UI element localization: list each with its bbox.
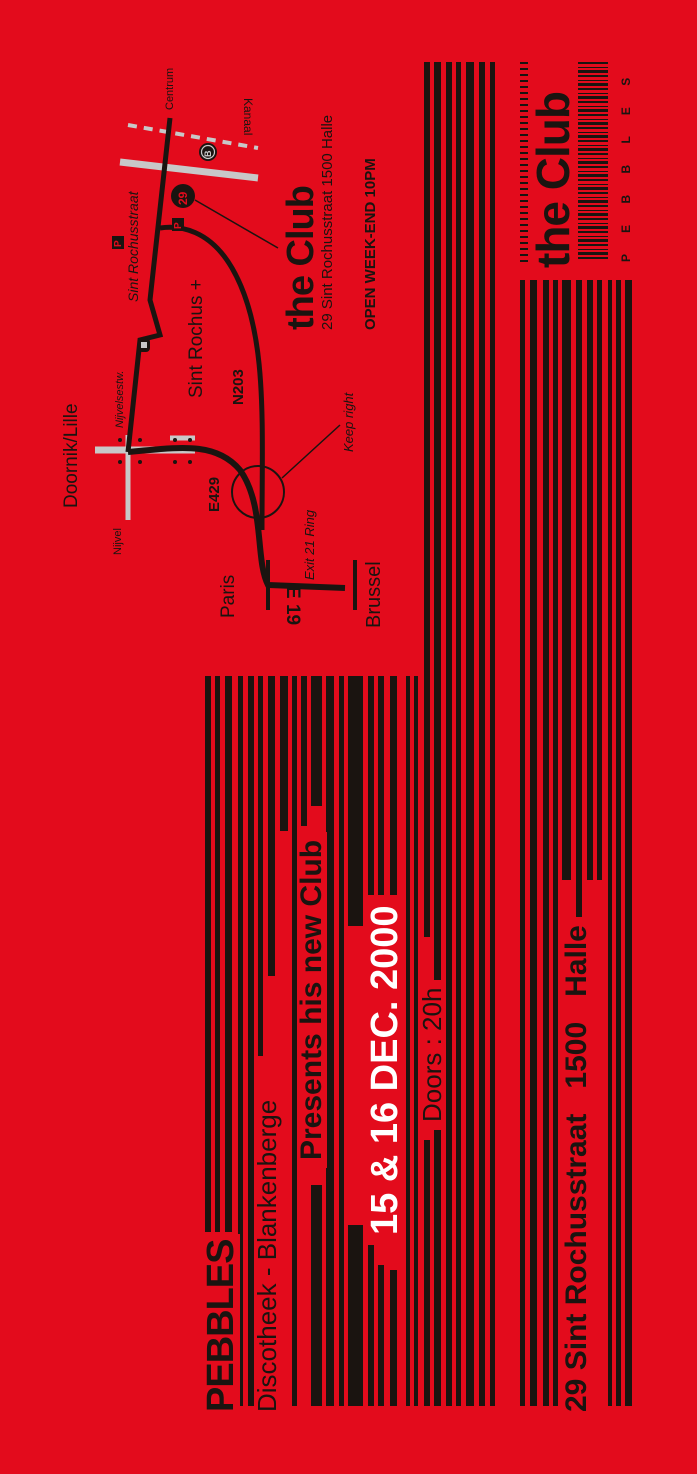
- stripe: [248, 676, 254, 1406]
- stripe: [348, 1225, 363, 1406]
- stripe: [225, 676, 232, 1232]
- stripe: [339, 676, 344, 1406]
- stripe: [543, 280, 549, 1406]
- label-brussel: Brussel: [363, 561, 385, 628]
- parking-label: P: [113, 240, 124, 247]
- station-icon-ring: [200, 144, 216, 160]
- venue-logo-sub: P E B B L E S: [619, 68, 633, 262]
- stripe: [456, 62, 461, 1406]
- event-dates: 15 & 16 DEC. 2000: [364, 895, 406, 1245]
- map-route-e429: [127, 444, 346, 591]
- map-dot: [173, 438, 177, 442]
- club-number-circle: [171, 184, 195, 208]
- stripe: [553, 280, 558, 1406]
- presents-line: Presents his new Club: [295, 831, 328, 1168]
- stripe: [268, 676, 275, 976]
- stripe: [326, 676, 334, 1406]
- stripe: [390, 676, 397, 926]
- map-dot: [188, 460, 192, 464]
- stripe: [390, 1270, 397, 1406]
- stripe: [466, 62, 474, 1406]
- map-dot: [138, 460, 142, 464]
- stripe: [311, 1185, 322, 1406]
- stripe: [530, 280, 537, 1406]
- map-club-name: the Club: [280, 186, 322, 330]
- map-road-grey-rochus: [119, 158, 259, 182]
- stripe: [378, 676, 384, 931]
- map-marker-inner: [141, 342, 147, 348]
- stripe: [414, 676, 418, 1406]
- map-club-address: 29 Sint Rochusstraat 1500 Halle: [319, 114, 336, 330]
- label-nijvel: Nijvel: [112, 528, 124, 555]
- map-dot: [118, 460, 122, 464]
- map-opening: OPEN WEEK-END 10PM: [362, 158, 379, 330]
- stripe: [434, 62, 441, 1406]
- route-map: [95, 117, 357, 610]
- stripe: [238, 676, 243, 1406]
- label-exit: Exit 21 Ring: [302, 509, 317, 580]
- brand-name: PEBBLES: [200, 1233, 242, 1412]
- doors-time: Doors : 20h: [417, 979, 447, 1130]
- stripe: [348, 676, 363, 926]
- label-keep-right: Keep right: [341, 392, 356, 452]
- stripe: [406, 676, 410, 1406]
- label-sint-rochus: Sint Rochus +: [186, 279, 207, 398]
- label-e19: E 19: [282, 586, 303, 626]
- venue-address: 29 Sint Rochusstraat 1500 Halle: [560, 917, 593, 1412]
- map-road-grey-station: [127, 123, 259, 150]
- brand-subtitle: Discotheek - Blankenberge: [252, 1091, 282, 1412]
- label-e429: E429: [206, 476, 223, 512]
- stripe: [625, 280, 632, 1406]
- stripe: [597, 280, 602, 880]
- label-doornik: Doornik/Lille: [61, 403, 82, 508]
- map-route-n203: [159, 224, 265, 531]
- stripe: [280, 676, 288, 831]
- station-label: B: [203, 150, 213, 158]
- stripe: [378, 1265, 384, 1406]
- parking-label: P: [173, 222, 184, 229]
- logo-barcode: [578, 62, 608, 262]
- label-centrum: Centrum: [164, 67, 176, 110]
- map-club-pointer: [194, 199, 279, 249]
- stripe: [205, 676, 211, 1232]
- stripe: [424, 62, 430, 937]
- map-route-nijvelsestw: [125, 117, 173, 453]
- stripe: [576, 280, 582, 1406]
- stripe: [490, 62, 495, 1406]
- map-dot: [173, 460, 177, 464]
- parking-icon: [172, 218, 184, 231]
- stripe: [616, 280, 621, 1406]
- club-number-label: 29: [176, 191, 190, 205]
- stripe: [292, 676, 297, 1406]
- venue-logo: the Club: [527, 92, 579, 268]
- stripe: [424, 1140, 430, 1406]
- stripe: [446, 62, 452, 1406]
- map-roundabout: [231, 465, 285, 519]
- map-dot: [188, 438, 192, 442]
- map-keep-right-pointer: [281, 424, 341, 479]
- label-sint-rochusstraat: Sint Rochusstraat: [125, 191, 141, 303]
- stripe: [301, 676, 307, 826]
- label-kanaal: Kanaal: [241, 98, 255, 136]
- map-dot: [118, 438, 122, 442]
- stripe: [479, 62, 485, 1406]
- stripe: [258, 676, 263, 1056]
- stripe: [520, 280, 525, 1406]
- stripe: [215, 676, 220, 1232]
- label-nijvelsestw: Nijvelsestw.: [114, 370, 126, 428]
- label-paris: Paris: [218, 574, 239, 618]
- stripe: [562, 280, 571, 880]
- label-n203: N203: [230, 369, 247, 405]
- parking-icon: [112, 236, 124, 249]
- stripe: [311, 676, 322, 806]
- stripe: [587, 280, 593, 880]
- map-dot: [138, 438, 142, 442]
- stripe: [608, 280, 612, 1406]
- logo-barcode-top: [520, 62, 528, 262]
